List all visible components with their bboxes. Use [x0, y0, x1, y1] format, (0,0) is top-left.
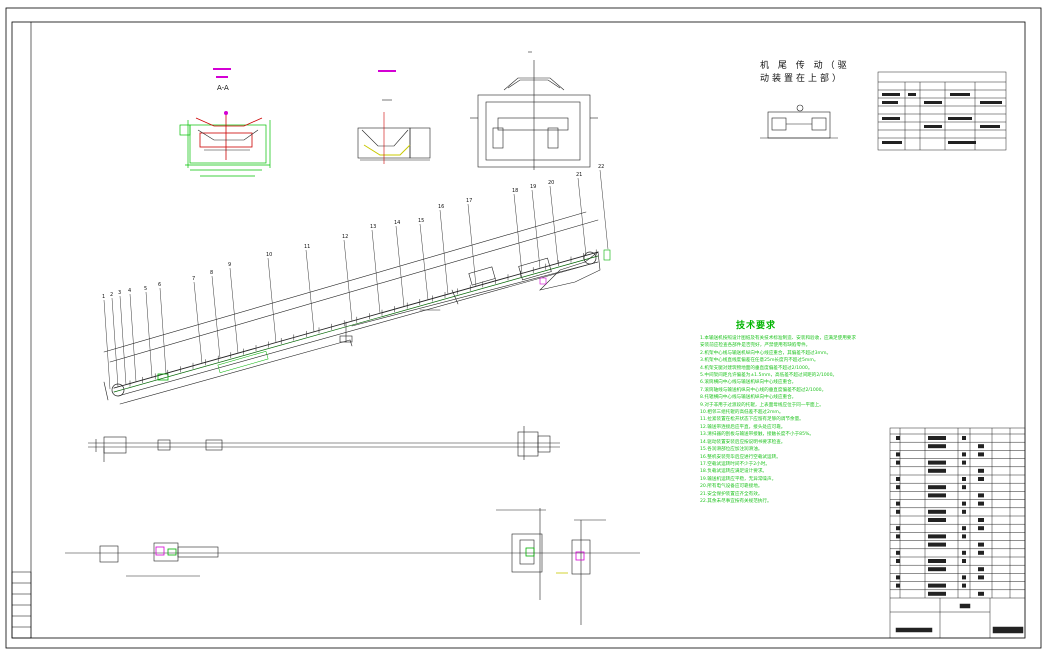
tech-requirements-title: 技术要求: [736, 321, 777, 331]
part-leader-line: [577, 177, 587, 256]
tech-note-line: 9.对于非用于过渡段的托辊，上表面母线应位于同一平面上。: [700, 402, 824, 408]
tech-note-line: 4.机架支腿对建筑物地面的垂直度偏差不超过2/1000。: [700, 365, 813, 371]
conveyor-elevation: [103, 211, 611, 405]
parameter-table: [877, 71, 1007, 151]
part-leader-line: [305, 249, 315, 332]
tech-note-line: 19.输送机运转应平稳，无异常噪声。: [700, 476, 777, 482]
lower-plan-view: [65, 508, 640, 625]
parts-list-table: [889, 427, 1026, 639]
part-number-label: 8: [210, 270, 213, 276]
tech-note-line: 21.安全保护装置应齐全有效。: [700, 491, 763, 497]
part-number-label: 16: [438, 204, 444, 210]
part-leader-line: [267, 257, 277, 343]
tech-note-line: 16.整机安装完毕后应进行空载试运转。: [700, 454, 781, 460]
tail-drive-view: [760, 104, 838, 139]
part-number-label: 10: [266, 252, 272, 258]
tech-note-line: 6.滚筒横向中心线与输送机纵向中心线应重合。: [700, 380, 797, 386]
tech-note-line: 12.输送带连接后应平直，接头处应可靠。: [700, 424, 786, 430]
tech-note-line: 3.机架中心线直线度偏差在任意25m长度内不超过5mm。: [700, 358, 819, 364]
part-leader-line: [419, 223, 429, 300]
tech-note-line: 2.机架中心线与输送机纵向中心线应重合，其偏差不超过3mm。: [700, 350, 832, 356]
tech-note-line: 安装前应检查各部件是否完好，严禁使用有缺陷零件。: [700, 343, 811, 349]
part-leader-line: [211, 275, 221, 359]
tech-note-line: 1.本输送机按照设计图纸及有关技术标准制造、安装和验收，应满足使用要求: [700, 336, 856, 341]
title-block: [890, 597, 1025, 638]
part-leader-line: [439, 209, 449, 295]
tech-note-line: 5.中间架间距允许偏差为±1.5mm，高低差不超过间距的2/1000。: [700, 373, 838, 379]
part-leader-line: [395, 225, 405, 307]
part-number-label: 12: [342, 234, 348, 240]
part-number-label: 22: [598, 164, 604, 170]
part-leader-line: [549, 185, 559, 264]
part-number-label: 20: [548, 180, 554, 186]
inner-border: [11, 21, 1026, 639]
section-idler-view: [357, 70, 431, 164]
part-number-label: 3: [118, 290, 121, 296]
part-number-label: 4: [128, 288, 131, 294]
part-number-label: 17: [466, 198, 472, 204]
outer-border: [5, 7, 1042, 649]
part-leader-line: [119, 295, 127, 385]
tech-note-line: 18.负载试运转应满足设计要求。: [700, 469, 768, 475]
part-leader-line: [513, 193, 523, 274]
part-number-label: 18: [512, 188, 518, 194]
tech-note-line: 17.空载试运转时间不少于2小时。: [700, 461, 770, 467]
part-number-label: 15: [418, 218, 424, 224]
tech-requirements-notes: 1.本输送机按照设计图纸及有关技术标准制造、安装和验收，应满足使用要求 安装前应…: [700, 335, 868, 505]
part-leader-line: [111, 297, 119, 387]
part-leader-line: [193, 281, 203, 364]
section-a-a-view: [179, 68, 271, 177]
part-leader-line: [531, 189, 541, 269]
part-number-label: 2: [110, 292, 113, 298]
tech-note-line: 7.滚筒轴线与输送机纵向中心线的垂直度偏差不超过2/1000。: [700, 387, 827, 393]
part-leader-line: [343, 239, 353, 322]
idler-ticks: [129, 249, 597, 387]
tech-note-line: 8.托辊横向中心线与输送机纵向中心线应重合。: [700, 395, 797, 401]
tech-note-line: 22.其余未尽事宜按有关规范执行。: [700, 498, 772, 504]
tech-note-line: 15.各润滑部位应加注润滑油。: [700, 447, 763, 453]
part-number-label: 6: [158, 282, 161, 288]
tech-note-line: 10.相邻三组托辊的高低差不超过2mm。: [700, 410, 784, 416]
part-number-label: 13: [370, 224, 376, 230]
part-leader-line: [129, 293, 137, 382]
part-number-label: 9: [228, 262, 231, 268]
tech-note-line: 14.驱动装置安装后应按说明书要求检查。: [700, 439, 786, 445]
part-leaders: [103, 169, 609, 390]
part-leader-line: [145, 291, 153, 378]
part-number-label: 7: [192, 276, 195, 282]
tech-note-line: 20.所有电气设备应可靠接地。: [700, 484, 763, 490]
conveyor-plan-view: [88, 426, 560, 462]
part-leader-line: [371, 229, 381, 314]
part-leader-line: [599, 169, 609, 250]
part-number-label: 21: [576, 172, 582, 178]
part-leader-line: [467, 203, 477, 287]
tech-note-line: 11.拉紧装置在松开状态下应留有足够的调节余量。: [700, 417, 804, 423]
tech-note-line: 13.清扫器的刮板与输送带接触，接触长度不小于85%。: [700, 432, 814, 438]
part-number-label: 11: [304, 244, 310, 250]
part-leader-line: [229, 267, 239, 354]
part-number-label: 5: [144, 286, 147, 292]
part-leader-line: [103, 299, 111, 390]
lower-color-accents: [155, 546, 585, 574]
section-frame-end-view: [470, 51, 598, 170]
part-number-label: 14: [394, 220, 400, 226]
section-label: A-A: [217, 84, 229, 92]
part-number-label: 1: [102, 294, 105, 300]
tail-drive-title: 机 尾 传 动（驱动装置在上部）: [760, 61, 850, 84]
margin-title-block: [11, 571, 32, 639]
part-leader-line: [159, 287, 167, 374]
part-number-label: 19: [530, 184, 536, 190]
parameter-table-fill: [882, 93, 1002, 144]
